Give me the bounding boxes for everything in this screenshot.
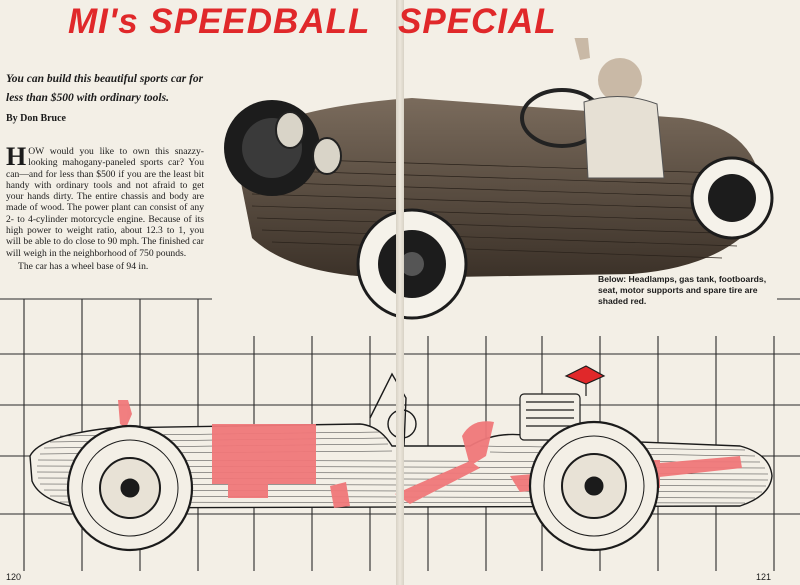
- diagram-caption: Below: Headlamps, gas tank, footboards, …: [598, 274, 767, 306]
- headline-left: MI's SPEEDBALL: [68, 2, 371, 41]
- photo-right-wheel: [690, 156, 774, 240]
- tank-support-red: [228, 482, 268, 498]
- page-number-left: 120: [6, 572, 22, 582]
- gas-tank-red: [212, 424, 316, 484]
- headline-right: SPECIAL: [398, 2, 557, 41]
- footboard-red: [395, 461, 480, 504]
- photo-headlamps: [275, 111, 342, 175]
- body-paragraph-1-text: OW would you like to own this snazzy-loo…: [6, 146, 204, 259]
- photo-rear-wheel: [356, 208, 468, 320]
- front-wheel: [66, 424, 194, 552]
- page-number-right: 121: [756, 572, 772, 582]
- page-gutter: [396, 0, 404, 585]
- photo-driver-waving: [574, 38, 665, 179]
- car-photo: [212, 38, 777, 336]
- seat-red: [462, 421, 494, 466]
- rear-wheel: [528, 420, 660, 552]
- car-blueprint-diagram: [0, 298, 800, 571]
- body-paragraph-2: The car has a wheel base of 94 in.: [18, 260, 149, 272]
- deck-subhead: You can build this beautiful sports car …: [6, 73, 204, 104]
- gas-filler-red: [118, 400, 132, 428]
- pedal-red: [330, 482, 350, 508]
- drop-cap: H: [6, 142, 27, 171]
- byline: By Don Bruce: [6, 113, 66, 124]
- photo-front-wheel: [224, 100, 320, 196]
